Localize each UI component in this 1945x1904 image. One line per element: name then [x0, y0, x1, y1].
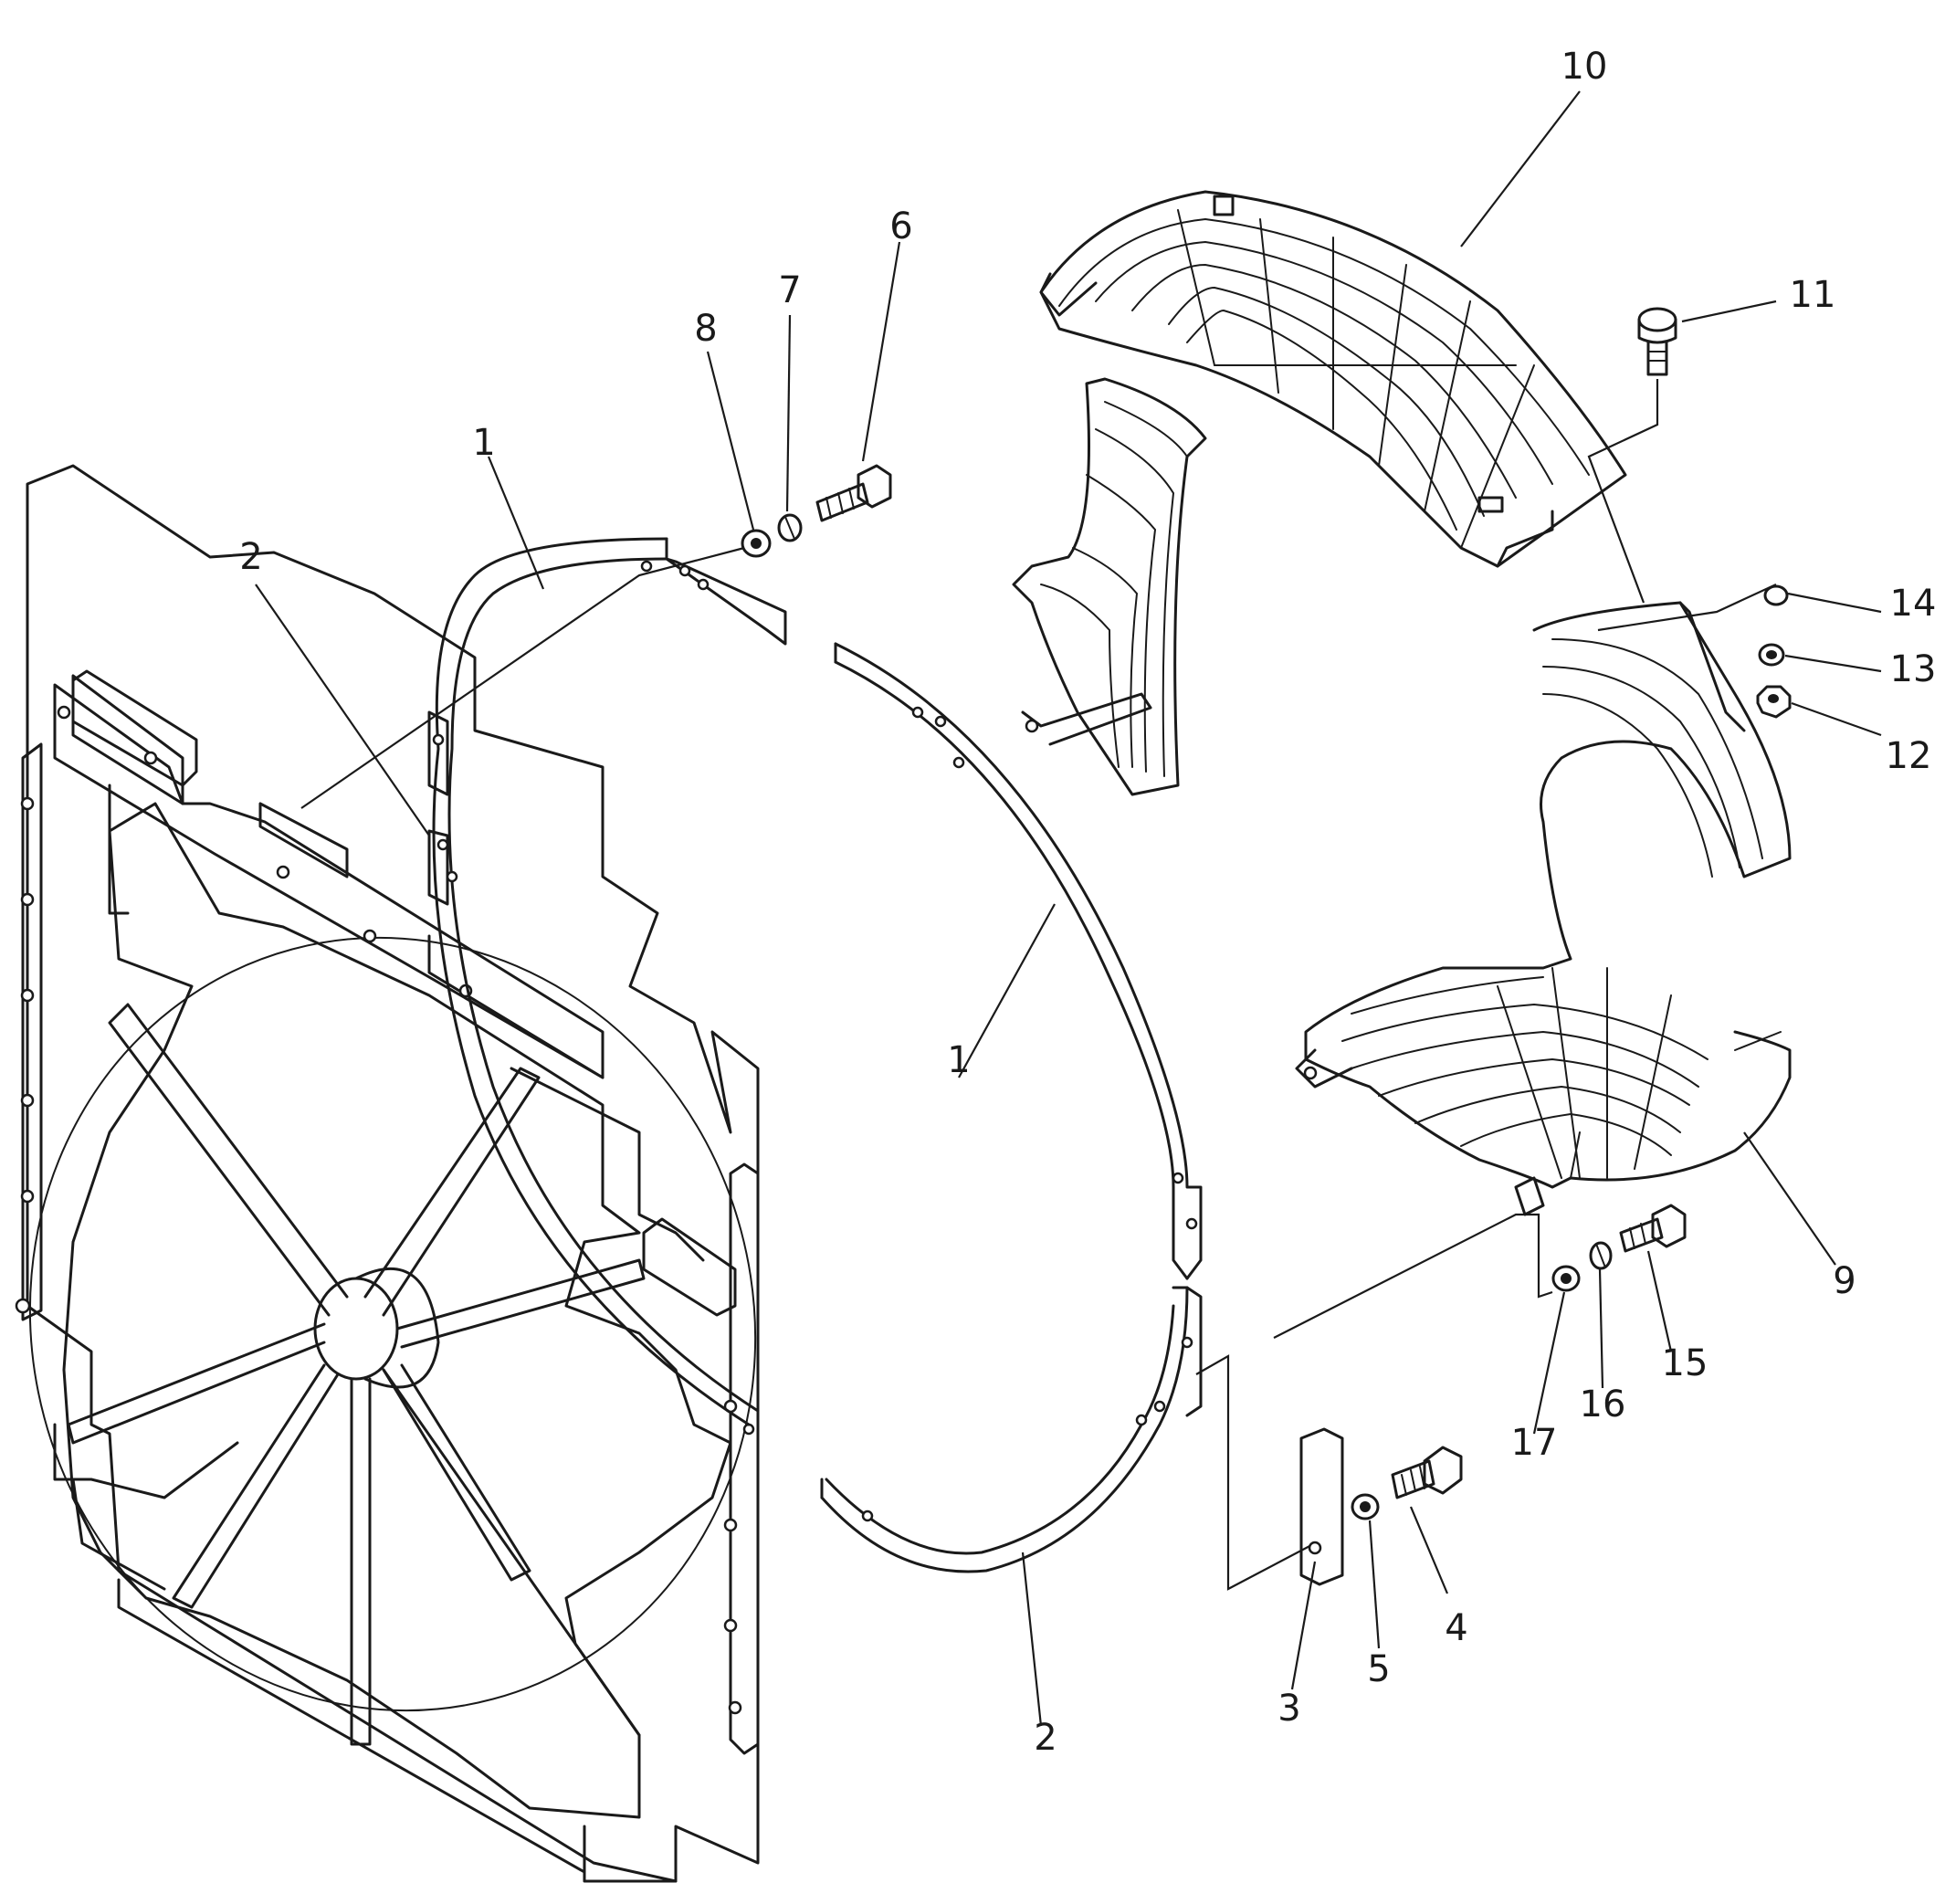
fan-guard-10: [1039, 190, 1627, 568]
mounting-bracket: [1299, 1427, 1344, 1586]
callout-3: 3: [1277, 1688, 1300, 1730]
callout-1-left: 1: [472, 422, 495, 464]
nut-12: [1756, 685, 1792, 719]
callout-16: 16: [1580, 1383, 1626, 1425]
lock-washer-16: [1589, 1241, 1613, 1270]
fan-guard-9: [1295, 601, 1792, 1216]
callout-6: 6: [889, 205, 912, 247]
callout-10: 10: [1561, 46, 1608, 88]
fan-guard-side: [1012, 377, 1207, 796]
shroud-ring-2: [820, 1286, 1203, 1573]
callout-14: 14: [1890, 583, 1937, 625]
callout-15: 15: [1662, 1342, 1708, 1384]
shroud-ring-1-left: [427, 537, 787, 1426]
callout-1-right: 1: [947, 1039, 970, 1081]
shroud-ring-1-right: [834, 642, 1203, 1280]
washer-8: [741, 529, 772, 558]
leader-lines: [255, 90, 1882, 1727]
callout-2-left: 2: [239, 536, 262, 578]
callout-8: 8: [694, 308, 717, 350]
callout-9: 9: [1833, 1260, 1856, 1302]
callout-labels: 10 6 7 8 11 1 2 14 13 12 1 9 15 16 17 4 …: [239, 46, 1936, 1759]
washer-17: [1551, 1265, 1581, 1292]
bolt-6: [815, 464, 892, 522]
washer-14: [1763, 584, 1789, 606]
shroud-frame: [15, 464, 760, 1883]
callout-17: 17: [1511, 1422, 1558, 1464]
bracket-outline: [1195, 1354, 1316, 1591]
callout-5: 5: [1367, 1648, 1390, 1690]
callout-4: 4: [1445, 1607, 1467, 1649]
callout-11: 11: [1790, 274, 1836, 316]
callout-7: 7: [778, 269, 801, 311]
bolt-15: [1619, 1204, 1687, 1253]
bolt-11: [1637, 307, 1677, 376]
callout-2-right: 2: [1034, 1717, 1057, 1759]
callout-13: 13: [1890, 648, 1937, 690]
callout-12: 12: [1886, 735, 1932, 777]
washer-5: [1351, 1493, 1380, 1520]
lock-washer-13: [1758, 643, 1785, 667]
lock-washer-7: [777, 513, 803, 542]
bolt-4: [1391, 1446, 1463, 1499]
